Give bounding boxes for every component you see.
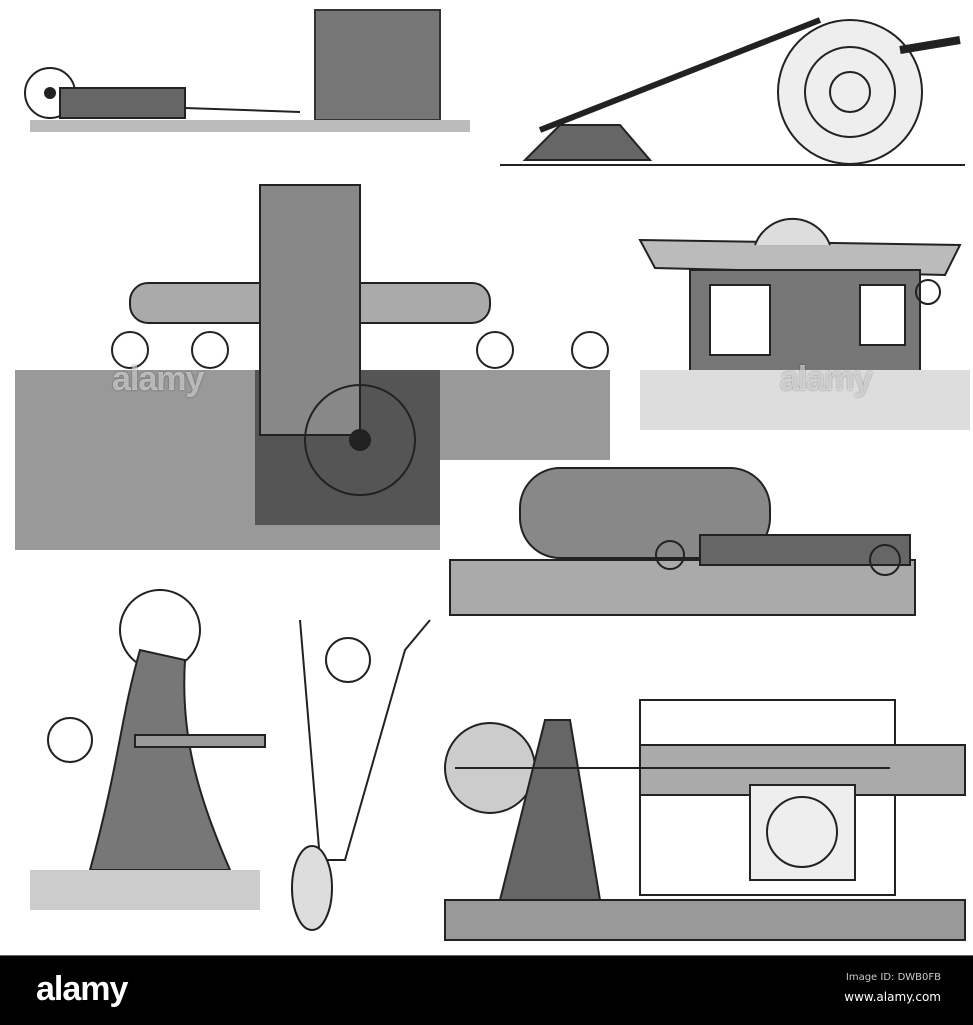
veneer-saw <box>444 699 966 941</box>
band-saw <box>30 589 266 910</box>
engraving-artwork <box>15 9 970 941</box>
watermark: alamy <box>780 360 872 398</box>
watermark: alamy <box>112 360 204 398</box>
image-id: Image ID: DWB0FB <box>845 972 941 983</box>
tree-felling-machine <box>24 9 470 132</box>
engraving-illustration-sawing-machines: alamy alamy <box>15 9 970 941</box>
circular-saw-bench <box>638 218 970 430</box>
log-frame-saw <box>15 184 610 550</box>
log-cross-cut-saw <box>500 17 965 166</box>
cylinder-saw <box>449 467 916 616</box>
website-link[interactable]: www.alamy.com <box>844 990 941 1004</box>
footer-bar: alamy Image ID: DWB0FB www.alamy.com <box>0 955 973 1025</box>
treadle-jig-saw <box>291 619 431 931</box>
alamy-logo[interactable]: alamy <box>36 970 128 1008</box>
